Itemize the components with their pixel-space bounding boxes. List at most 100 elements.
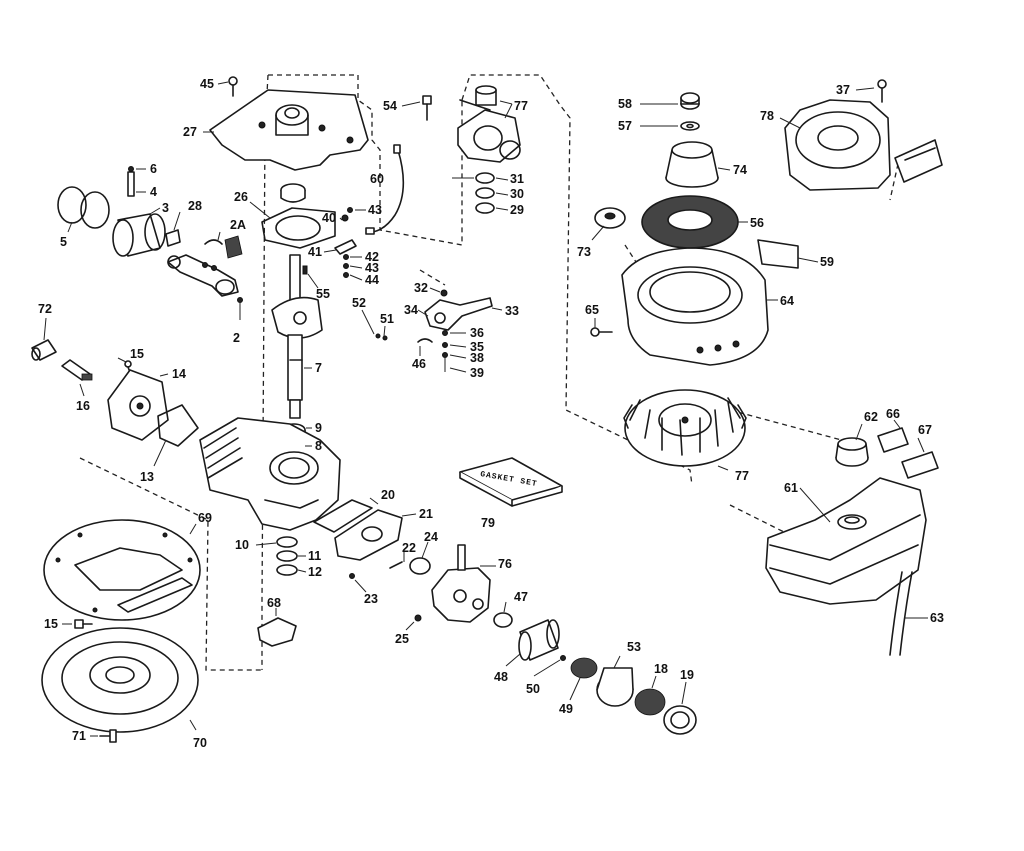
- callout-labels: 45 27 54 77 58 57 37 78 6 4 5 3 28 26 2A…: [38, 77, 944, 750]
- callout-51: 51: [380, 312, 394, 326]
- callout-34: 34: [404, 303, 418, 317]
- callout-27: 27: [183, 125, 197, 139]
- part-3-piston: [112, 213, 166, 257]
- part-58-nut: [680, 92, 700, 110]
- callout-43-top: 43: [368, 203, 382, 217]
- callout-31: 31: [510, 172, 524, 186]
- part-56-air-filter: [641, 195, 739, 249]
- part-69-base-plate: [43, 519, 201, 621]
- callout-63: 63: [930, 611, 944, 625]
- callout-43: 43: [365, 261, 379, 275]
- callout-55: 55: [316, 287, 330, 301]
- callout-25: 25: [395, 632, 409, 646]
- callout-3: 3: [162, 201, 169, 215]
- callout-13: 13: [140, 470, 154, 484]
- part-19-retainer: [663, 705, 697, 735]
- part-41-44-valve-stack: [334, 239, 357, 278]
- part-59-label: [757, 239, 799, 269]
- part-73-bracket: [594, 207, 626, 229]
- callout-77-top: 77: [514, 99, 528, 113]
- callout-10: 10: [235, 538, 249, 552]
- callout-78: 78: [760, 109, 774, 123]
- callout-33: 33: [505, 304, 519, 318]
- callout-28-left: 28: [188, 199, 202, 213]
- part-74-starter-cup: [665, 141, 719, 188]
- callout-8: 8: [315, 439, 322, 453]
- part-16-spark-plug: [61, 359, 93, 381]
- part-26-gasket: [261, 207, 336, 249]
- part-50-screw: [560, 655, 566, 661]
- callout-66: 66: [886, 407, 900, 421]
- callout-19: 19: [680, 668, 694, 682]
- callout-54: 54: [383, 99, 397, 113]
- part-71-screw: [99, 729, 117, 743]
- part-14-cylinder-cover: [107, 369, 169, 441]
- callout-67: 67: [918, 423, 932, 437]
- callout-71: 71: [72, 729, 86, 743]
- part-53-filter-element: [596, 667, 634, 707]
- callout-12: 12: [308, 565, 322, 579]
- callout-73: 73: [577, 245, 591, 259]
- part-79-gasket-set-box: GASKET SET: [459, 457, 563, 507]
- callout-64: 64: [780, 294, 794, 308]
- part-52-51-small-parts: [375, 333, 388, 341]
- part-37-screw: [877, 79, 887, 103]
- part-1-connecting-rod: [167, 254, 239, 297]
- callout-22: 22: [402, 541, 416, 555]
- callout-30: 30: [510, 187, 524, 201]
- callout-15-bottom: 15: [44, 617, 58, 631]
- callout-74: 74: [733, 163, 747, 177]
- part-28-bearing: [165, 229, 181, 247]
- callout-47: 47: [514, 590, 528, 604]
- callout-52: 52: [352, 296, 366, 310]
- part-6-pin-clip: [128, 166, 134, 172]
- callout-18: 18: [654, 662, 668, 676]
- callout-23: 23: [364, 592, 378, 606]
- callout-26: 26: [234, 190, 248, 204]
- part-35-39-spring-stack: [442, 330, 448, 372]
- callout-69: 69: [198, 511, 212, 525]
- callout-32: 32: [414, 281, 428, 295]
- callout-29: 29: [510, 203, 524, 217]
- part-63-fuel-line: [889, 571, 913, 656]
- part-70-deck-plate: [41, 627, 199, 733]
- part-77-governor-housing: [457, 99, 521, 163]
- callout-2A: 2A: [230, 218, 246, 232]
- callout-36: 36: [470, 326, 484, 340]
- part-22-23-screws: [349, 561, 403, 579]
- callout-57: 57: [618, 119, 632, 133]
- part-66-67-decals: [877, 427, 939, 479]
- callout-62: 62: [864, 410, 878, 424]
- part-31-30-29-o-rings: [475, 172, 495, 214]
- part-15-base-screw: [74, 619, 93, 629]
- part-77-bushing: [475, 85, 497, 106]
- callout-76: 76: [498, 557, 512, 571]
- callout-68: 68: [267, 596, 281, 610]
- callout-46: 46: [412, 357, 426, 371]
- callout-53: 53: [627, 640, 641, 654]
- callout-14: 14: [172, 367, 186, 381]
- callout-48: 48: [494, 670, 508, 684]
- callout-77-flywheel: 77: [735, 469, 749, 483]
- callout-45: 45: [200, 77, 214, 91]
- part-13-gasket: [157, 404, 199, 447]
- part-48-air-horn: [518, 619, 560, 661]
- callout-38: 38: [470, 351, 484, 365]
- callout-7: 7: [315, 361, 322, 375]
- callout-58: 58: [618, 97, 632, 111]
- callout-72: 72: [38, 302, 52, 316]
- part-46-clip: [417, 338, 433, 343]
- part-64-blower-housing: [621, 247, 769, 366]
- part-18-screen: [634, 688, 666, 716]
- callout-21: 21: [419, 507, 433, 521]
- part-2A-bearing-halves: [204, 235, 243, 259]
- part-72-spark-plug-boot: [31, 339, 57, 361]
- part-49-screen: [570, 657, 598, 679]
- callout-70: 70: [193, 736, 207, 750]
- callout-44: 44: [365, 273, 379, 287]
- callout-24: 24: [424, 530, 438, 544]
- callout-11: 11: [308, 549, 321, 563]
- part-68-gasket: [257, 617, 297, 647]
- part-54-screw: [422, 95, 432, 121]
- callout-5: 5: [60, 235, 67, 249]
